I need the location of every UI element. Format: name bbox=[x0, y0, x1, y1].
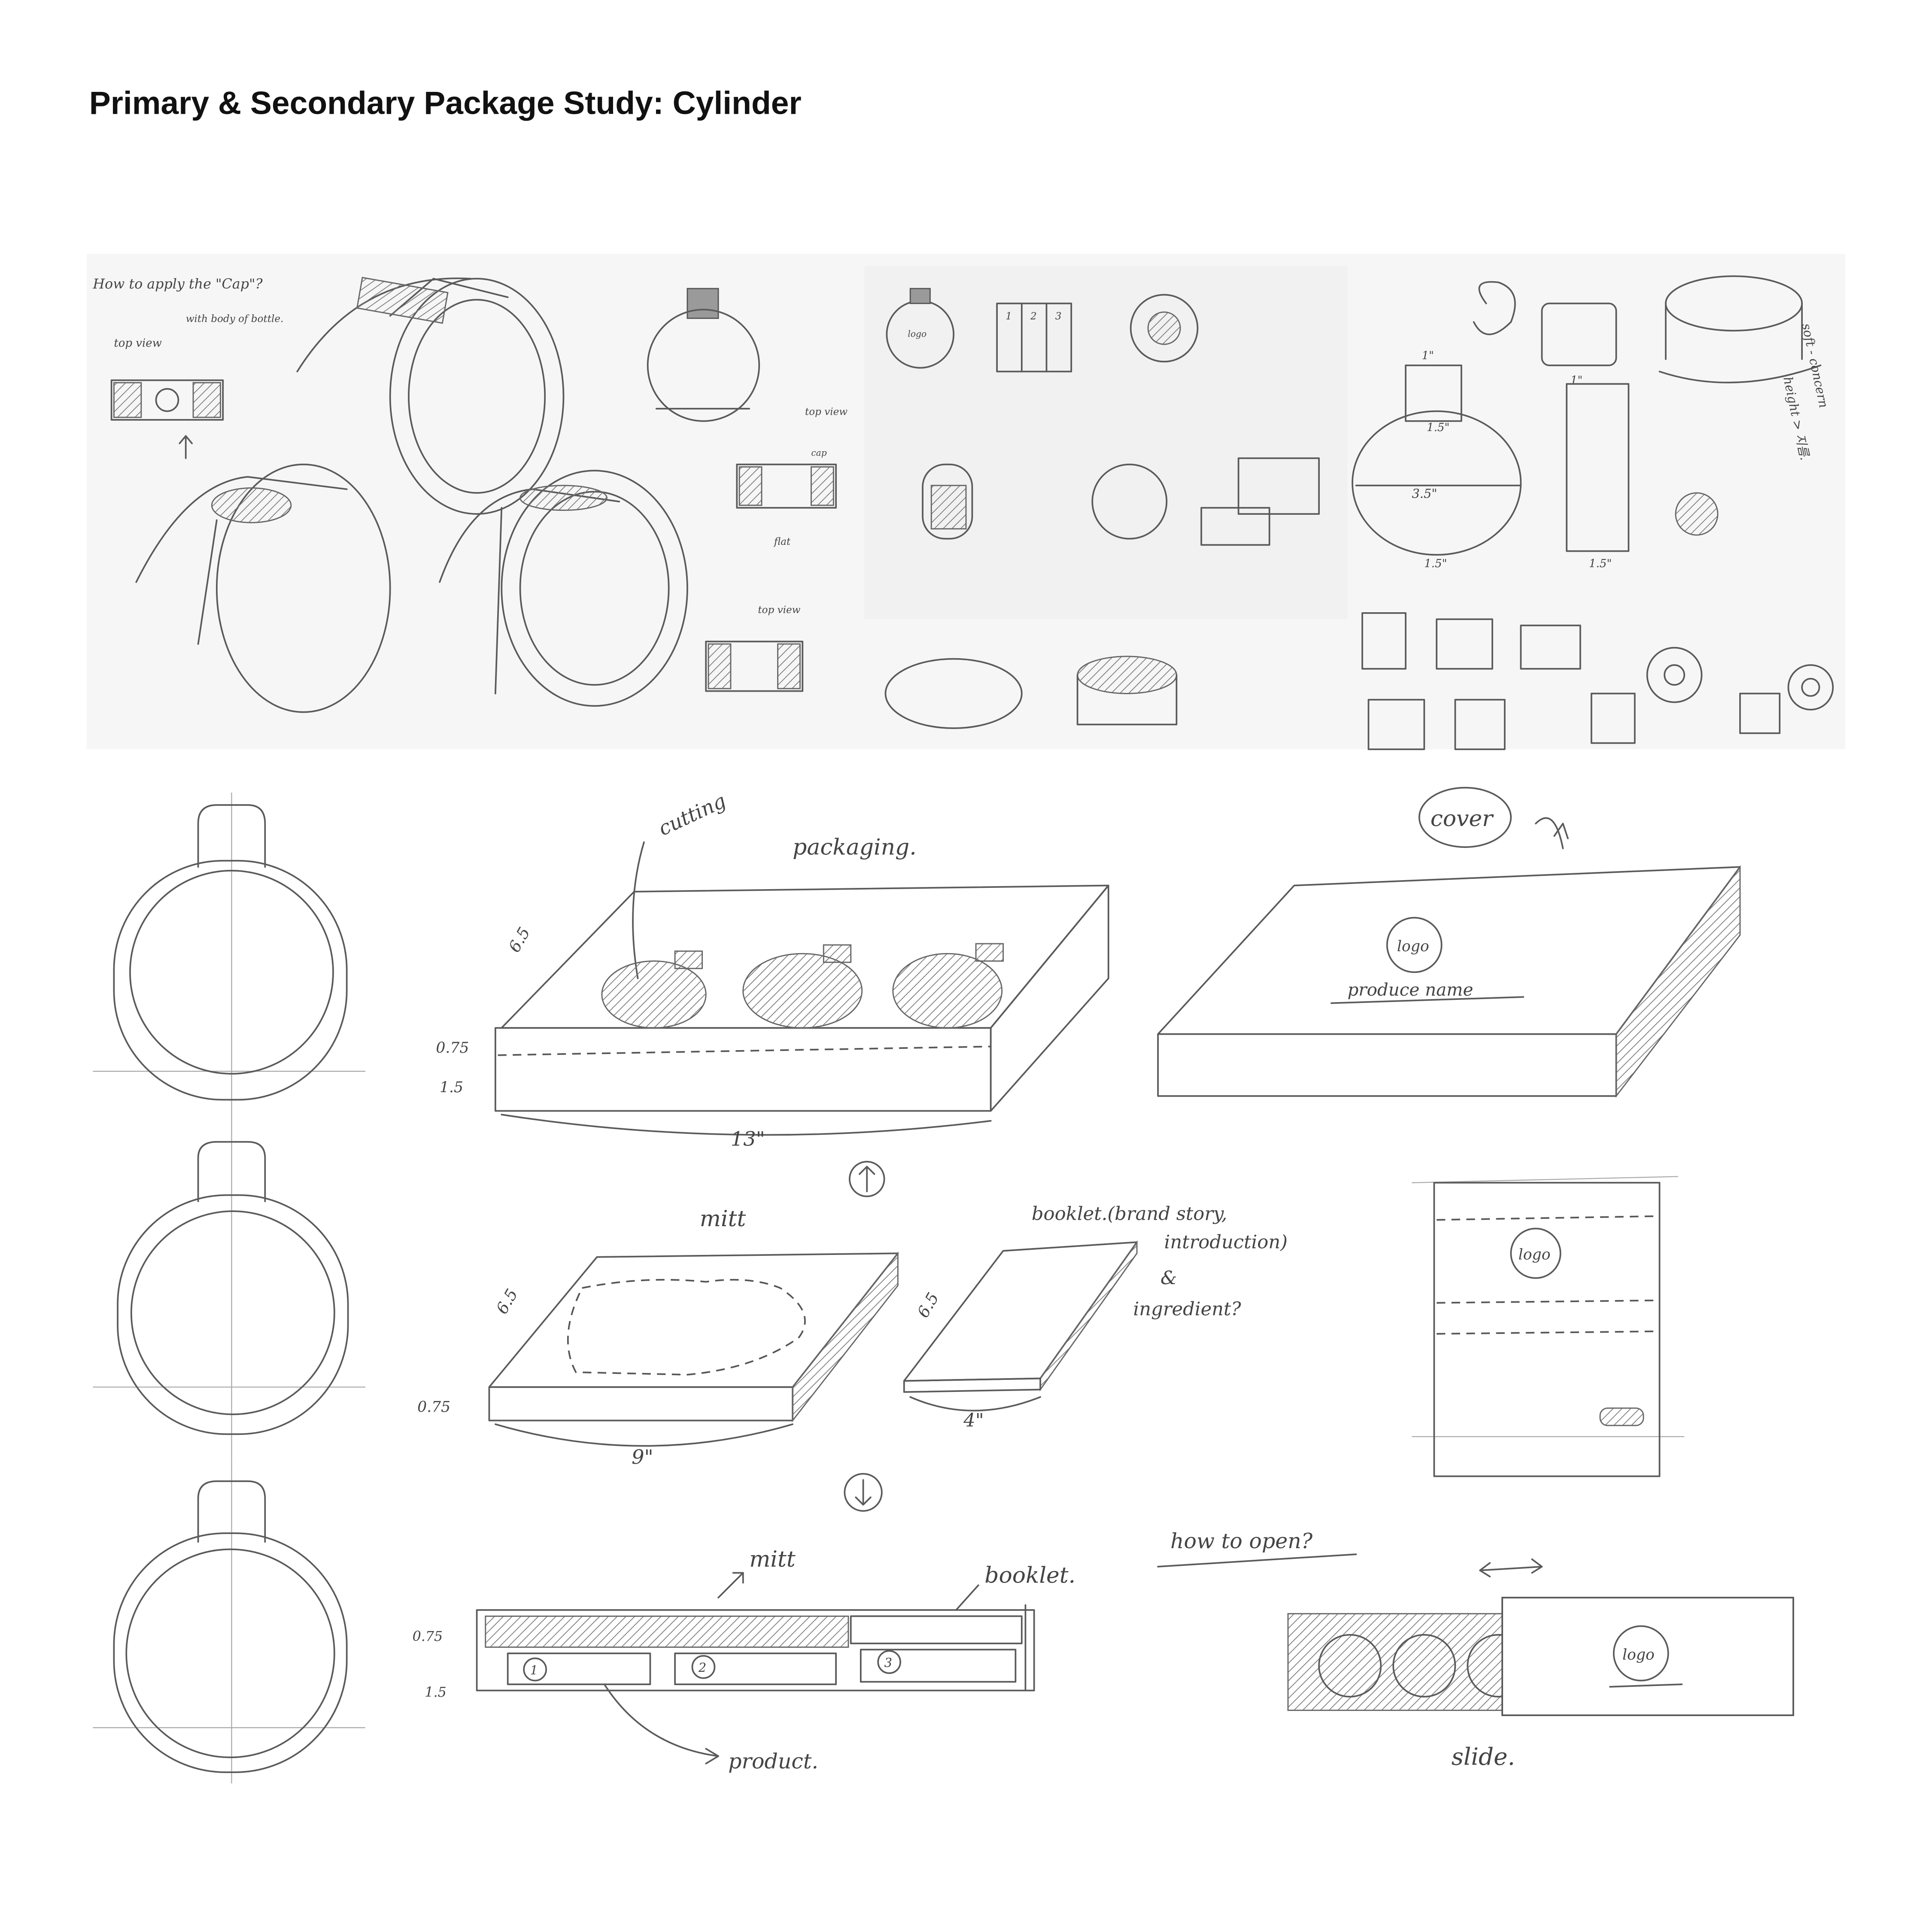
product-label: product. bbox=[728, 1749, 818, 1774]
dim-neck: 1.5" bbox=[1427, 421, 1449, 434]
mitt-label: mitt bbox=[700, 1206, 746, 1232]
mitt-box-sketch: mitt 6.5 0.75 9" bbox=[417, 1206, 899, 1512]
mitt-dim-length: 9" bbox=[632, 1446, 653, 1469]
cross-section-sketch: mitt booklet. 1 2 3 0.75 1.5 product. bbox=[413, 1546, 1076, 1774]
cap-label: cap bbox=[811, 448, 826, 458]
section-dim-bottom: 1.5 bbox=[425, 1685, 446, 1700]
cutting-label: cutting bbox=[655, 789, 729, 840]
page-title: Primary & Secondary Package Study: Cylin… bbox=[89, 85, 802, 121]
top-view-label-2: top view bbox=[805, 406, 848, 417]
slide-sketch: how to open? logo slide. bbox=[1157, 1528, 1794, 1771]
booklet-dim-width: 6.5 bbox=[913, 1289, 942, 1321]
arrow-up-icon bbox=[848, 1160, 885, 1197]
packaging-label: packaging. bbox=[793, 834, 917, 860]
cover-logo: logo bbox=[1397, 938, 1429, 955]
section-mitt-label: mitt bbox=[749, 1546, 796, 1572]
dim-cap: 1" bbox=[1422, 349, 1434, 362]
booklet-dim-length: 4" bbox=[963, 1410, 984, 1431]
top-view-label: top view bbox=[114, 337, 161, 350]
slot-1: 1 bbox=[1005, 311, 1012, 322]
cap-question: How to apply the "Cap"? bbox=[92, 276, 263, 292]
dim-length: 13" bbox=[731, 1127, 765, 1150]
dim-bottom: 1.5 bbox=[440, 1079, 463, 1096]
dim-base: 1.5" bbox=[1424, 557, 1447, 570]
top-sketches: How to apply the "Cap"? with body of bot… bbox=[86, 254, 1846, 750]
slide-logo: logo bbox=[1622, 1646, 1655, 1663]
dim-cap-2: 1" bbox=[1571, 374, 1583, 387]
bottle-front-views bbox=[93, 793, 365, 1783]
dim-body: 3.5" bbox=[1412, 486, 1437, 501]
sleeve-sketch: logo bbox=[1412, 1176, 1685, 1477]
slot-label-1: 1 bbox=[530, 1663, 538, 1677]
slot-label-3: 3 bbox=[884, 1656, 892, 1670]
booklet-sketch: 6.5 4" booklet.(brand story, introductio… bbox=[903, 1203, 1288, 1431]
booklet-note-2: introduction) bbox=[1164, 1232, 1288, 1253]
section-dim-top: 0.75 bbox=[413, 1629, 443, 1644]
top-view-label-3: top view bbox=[758, 605, 800, 616]
sleeve-logo: logo bbox=[1519, 1246, 1551, 1264]
mitt-dim-height: 0.75 bbox=[417, 1398, 450, 1416]
booklet-note-4: ingredient? bbox=[1133, 1298, 1241, 1320]
flat-label: flat bbox=[773, 536, 791, 547]
packaging-box-sketch: cutting packaging. 6.5 0.75 1.5 13" bbox=[436, 789, 1109, 1197]
logo-label: logo bbox=[908, 329, 927, 339]
cover-label: cover bbox=[1431, 806, 1494, 832]
slide-arrow-icon bbox=[1479, 1558, 1543, 1577]
dim-width: 6.5 bbox=[504, 924, 534, 956]
arrow-down-icon bbox=[844, 1473, 883, 1512]
mitt-dim-width: 6.5 bbox=[492, 1285, 522, 1317]
booklet-note-3: & bbox=[1160, 1267, 1177, 1289]
booklet-note-1: booklet.(brand story, bbox=[1032, 1203, 1227, 1224]
slot-3: 3 bbox=[1055, 311, 1062, 322]
slide-label: slide. bbox=[1452, 1743, 1515, 1771]
cover-box-sketch: cover logo produce name bbox=[1157, 787, 1741, 1098]
slot-label-2: 2 bbox=[698, 1660, 706, 1675]
product-name-label: produce name bbox=[1347, 980, 1473, 1000]
barcode-icon bbox=[1599, 1407, 1644, 1426]
dim-top: 0.75 bbox=[436, 1039, 469, 1057]
section-booklet-label: booklet. bbox=[984, 1563, 1075, 1589]
dim-tube: 1.5" bbox=[1589, 557, 1612, 570]
how-to-open-label: how to open? bbox=[1170, 1528, 1313, 1553]
slot-2: 2 bbox=[1030, 311, 1037, 322]
cap-note: with body of bottle. bbox=[186, 313, 284, 325]
